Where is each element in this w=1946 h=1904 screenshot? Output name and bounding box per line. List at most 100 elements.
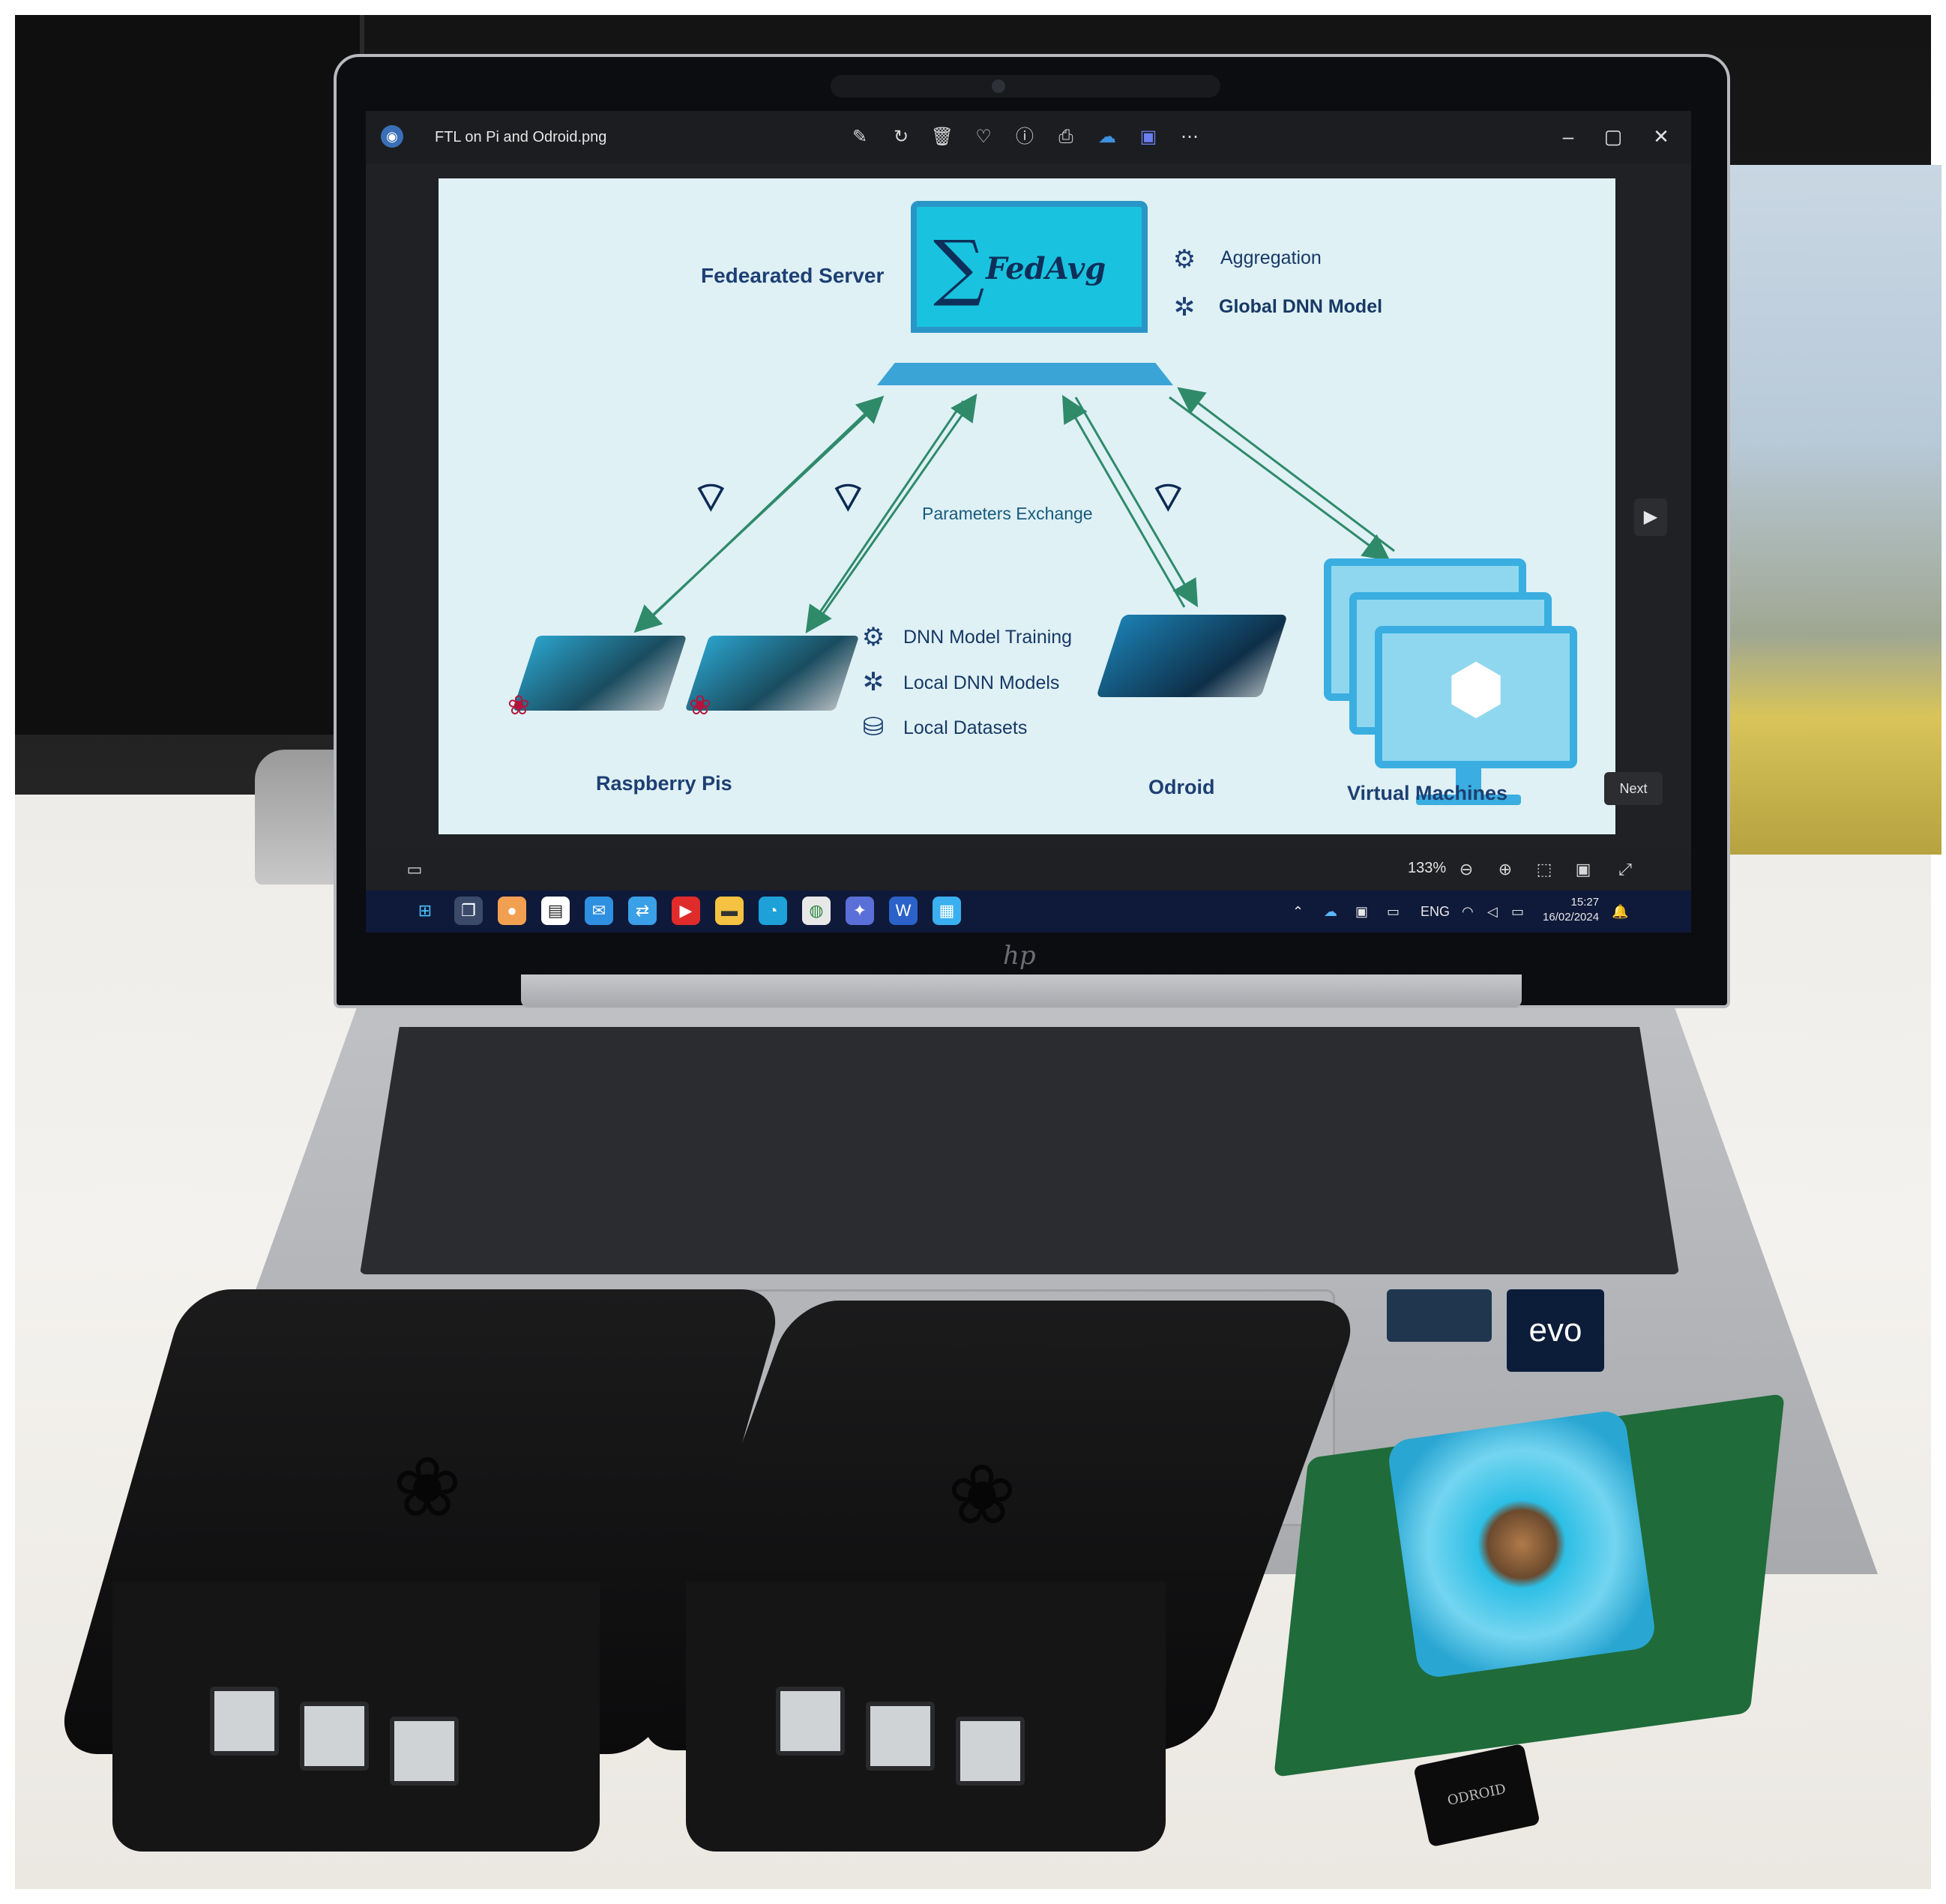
word-icon[interactable]: W	[889, 897, 918, 925]
wifi-icon: ⌔	[691, 473, 731, 520]
background-monitor	[15, 15, 364, 735]
onedrive-tray-icon[interactable]: ☁	[1324, 904, 1337, 919]
wifi-icon: ⌔	[1148, 473, 1188, 520]
laptop-hinge	[521, 974, 1522, 1007]
usb-port	[956, 1717, 1025, 1786]
usb-port	[210, 1687, 279, 1756]
security-sticker	[1387, 1289, 1492, 1342]
titlebar	[366, 111, 1691, 163]
database-icon: ⛁	[862, 713, 885, 741]
rotate-icon[interactable]: ↻	[893, 127, 909, 147]
vm-stand	[1456, 768, 1481, 798]
local-datasets-label: Local Datasets	[903, 717, 1028, 738]
tray-app-icon[interactable]: ▣	[1355, 904, 1369, 919]
widgets-icon[interactable]: ●	[498, 897, 526, 925]
fedavg-label: FedAvg	[986, 251, 1106, 286]
postcard-photo	[1694, 165, 1942, 855]
more-icon[interactable]: ⋯	[1181, 127, 1199, 147]
taskbar-clock[interactable]: 15:27 16/02/2024	[1543, 895, 1599, 925]
photos-app-icon: ◉	[381, 125, 403, 148]
print-icon[interactable]: ⎙	[1058, 127, 1073, 147]
vm-foot	[1416, 795, 1521, 805]
edit-icon[interactable]: ✎	[852, 127, 868, 147]
sigma-symbol: ∑	[933, 225, 985, 309]
zoom-in-icon[interactable]: ⊕	[1498, 860, 1513, 879]
aggregation-label: Aggregation	[1220, 247, 1322, 268]
hp-logo: hp	[1003, 941, 1036, 971]
clock-time: 15:27	[1570, 896, 1600, 909]
notification-bell-icon[interactable]: 🔔	[1612, 904, 1629, 919]
clock-date: 16/02/2024	[1543, 911, 1600, 924]
youtube-icon[interactable]: ▶	[672, 897, 700, 925]
clipchamp-icon[interactable]: ▣	[1139, 127, 1157, 147]
odroid-board-image	[1096, 615, 1288, 697]
laptop-keyboard	[360, 1027, 1679, 1274]
file-explorer-icon[interactable]: ▬	[715, 897, 744, 925]
local-models-label: Local DNN Models	[903, 672, 1060, 693]
server-laptop-base	[877, 363, 1173, 385]
wifi-tray-icon[interactable]: ◠	[1462, 904, 1474, 919]
parameters-exchange-label: Parameters Exchange	[922, 504, 1093, 523]
cube-icon: ⬢	[1446, 652, 1506, 727]
actual-size-icon[interactable]: ▣	[1575, 860, 1591, 879]
volume-icon[interactable]: ◁	[1487, 904, 1498, 919]
onedrive-icon[interactable]: ☁	[1098, 127, 1116, 147]
photos-taskbar-icon[interactable]: ▦	[933, 897, 961, 925]
close-icon[interactable]: ✕	[1653, 125, 1669, 148]
edge-icon[interactable]: ◔	[759, 897, 787, 925]
usb-port	[776, 1687, 845, 1756]
usb-port	[866, 1702, 935, 1771]
task-view-icon[interactable]: ❐	[454, 897, 483, 925]
webcam-bar	[831, 75, 1220, 97]
webcam-icon	[992, 79, 1005, 93]
next-button[interactable]: Next	[1604, 772, 1663, 805]
raspberry-pi-logo-icon: ❀	[507, 690, 531, 720]
odroid-label: Odroid	[1148, 776, 1215, 798]
teams-icon[interactable]: ✦	[846, 897, 874, 925]
chrome-icon[interactable]: ◍	[802, 897, 831, 925]
delete-icon[interactable]: 🗑	[930, 127, 954, 147]
filmstrip-icon[interactable]: ▭	[406, 860, 423, 879]
mail-icon[interactable]: ✉	[585, 897, 613, 925]
raspberry-pi-board	[512, 636, 687, 711]
training-label: DNN Model Training	[903, 627, 1073, 648]
server-label: Fedearated Server	[701, 264, 885, 287]
zoom-level: 133%	[1408, 860, 1447, 876]
file-title: FTL on Pi and Odroid.png	[435, 129, 607, 145]
raspberry-pi-case-side	[686, 1582, 1166, 1852]
fit-icon[interactable]: ⬚	[1536, 860, 1552, 879]
raspberry-pi-logo-icon: ❀	[688, 690, 712, 720]
raspberry-pi-emblem-icon: ❀	[392, 1441, 463, 1534]
server-laptop-icon	[911, 201, 1148, 333]
wifi-icon: ⌔	[828, 473, 868, 520]
minimize-icon[interactable]: –	[1562, 125, 1574, 148]
favorite-icon[interactable]: ♡	[975, 127, 992, 147]
virtual-machines-label: Virtual Machines	[1347, 782, 1508, 804]
raspberry-pi-case-side	[112, 1582, 600, 1852]
usb-port	[390, 1717, 459, 1786]
info-icon[interactable]: ⓘ	[1016, 127, 1034, 147]
status-bar	[366, 849, 1691, 891]
maximize-icon[interactable]: ▢	[1603, 125, 1623, 148]
gears-icon: ⚙	[1172, 245, 1196, 274]
tray-display-icon[interactable]: ▭	[1387, 904, 1400, 919]
remote-icon[interactable]: ⇄	[628, 897, 657, 925]
global-model-label: Global DNN Model	[1219, 296, 1383, 317]
start-icon[interactable]: ⊞	[418, 901, 433, 920]
next-arrow-icon[interactable]: ▶	[1634, 498, 1667, 536]
gears-icon: ⚙	[861, 623, 885, 651]
vm-monitor-icon: ⬢	[1375, 626, 1577, 768]
battery-icon[interactable]: ▭	[1511, 904, 1525, 919]
raspberry-pi-emblem-icon: ❀	[947, 1449, 1017, 1541]
tray-chevron-icon[interactable]: ⌃	[1292, 904, 1304, 919]
store-icon[interactable]: ▤	[541, 897, 570, 925]
odroid-fan	[1386, 1409, 1657, 1680]
raspberry-pis-label: Raspberry Pis	[596, 772, 732, 795]
zoom-out-icon[interactable]: ⊖	[1459, 860, 1474, 879]
fullscreen-icon[interactable]: ⤢	[1618, 860, 1632, 879]
neural-network-icon: ✲	[862, 668, 885, 696]
language-indicator[interactable]: ENG	[1421, 904, 1451, 919]
neural-network-icon: ✲	[1173, 293, 1196, 322]
